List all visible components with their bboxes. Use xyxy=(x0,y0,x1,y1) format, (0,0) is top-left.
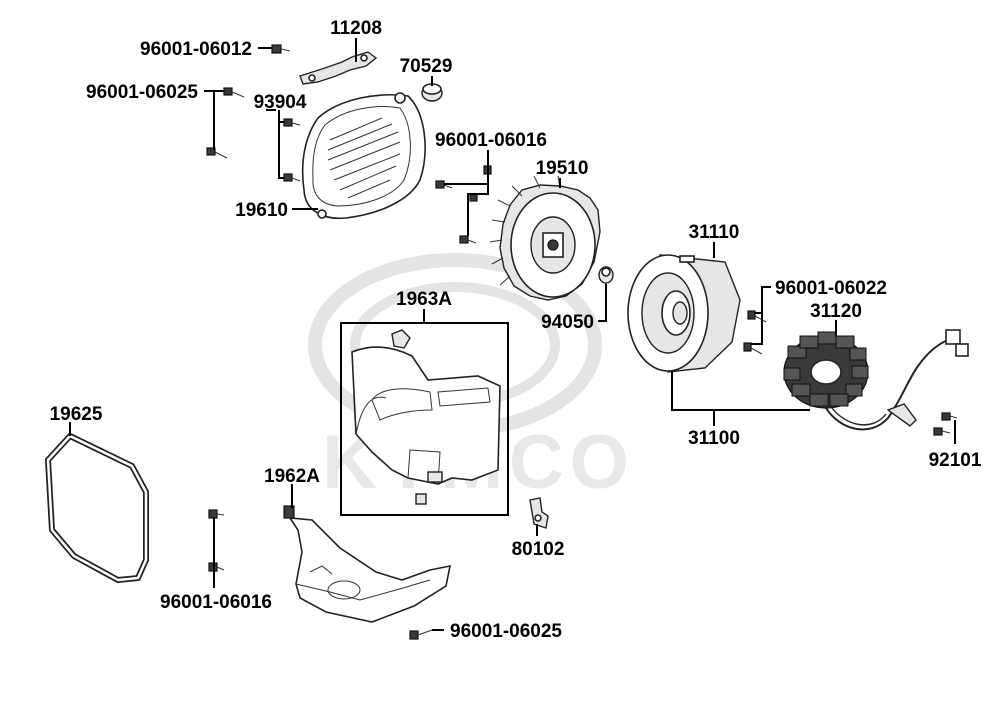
lower-shroud-1962a xyxy=(283,505,452,623)
label-31120: 31120 xyxy=(810,301,862,322)
stator-31120 xyxy=(783,329,969,431)
screws-96001-06025-top xyxy=(206,87,245,159)
label-11208: 11208 xyxy=(330,18,382,39)
label-93904: 93904 xyxy=(254,92,307,113)
screws-96001-06016-bottom xyxy=(208,509,225,572)
label-96001-06012: 96001-06012 xyxy=(140,39,252,60)
label-96001-06016-top: 96001-06016 xyxy=(435,130,547,151)
clip-80102 xyxy=(529,497,549,529)
label-31100: 31100 xyxy=(688,428,740,449)
leader-lines xyxy=(69,38,956,631)
screw-96001-06025-bottom xyxy=(409,629,433,640)
label-96001-06025-top: 96001-06025 xyxy=(86,82,198,103)
label-80102: 80102 xyxy=(512,539,565,560)
screws-96001-06022 xyxy=(743,310,767,355)
screws-92101 xyxy=(933,412,958,436)
label-19610: 19610 xyxy=(235,200,288,221)
screw-96001-06012 xyxy=(271,44,291,54)
label-19625: 19625 xyxy=(50,404,103,425)
fan-cover-19610 xyxy=(301,92,426,220)
cooling-fan-19510 xyxy=(489,175,601,301)
label-1962a: 1962A xyxy=(264,466,320,487)
label-31110: 31110 xyxy=(689,222,740,243)
nut-94050 xyxy=(598,266,614,284)
label-1963a: 1963A xyxy=(396,289,452,310)
cap-70529 xyxy=(421,83,443,102)
label-70529: 70529 xyxy=(400,56,453,77)
label-94050: 94050 xyxy=(541,312,594,333)
gasket-19625 xyxy=(44,432,149,584)
bracket-11208 xyxy=(299,51,378,85)
flywheel-31110 xyxy=(627,254,741,373)
screws-96001-06016-top xyxy=(435,165,492,244)
part-labels: 11208 96001-06012 70529 96001-06025 9390… xyxy=(50,18,982,642)
label-96001-06025-bottom: 96001-06025 xyxy=(450,621,562,642)
label-92101: 92101 xyxy=(929,450,982,471)
label-96001-06016-bottom: 96001-06016 xyxy=(160,592,272,613)
label-19510: 19510 xyxy=(536,158,589,179)
label-96001-06022: 96001-06022 xyxy=(775,278,887,299)
screws-93904 xyxy=(283,118,301,182)
